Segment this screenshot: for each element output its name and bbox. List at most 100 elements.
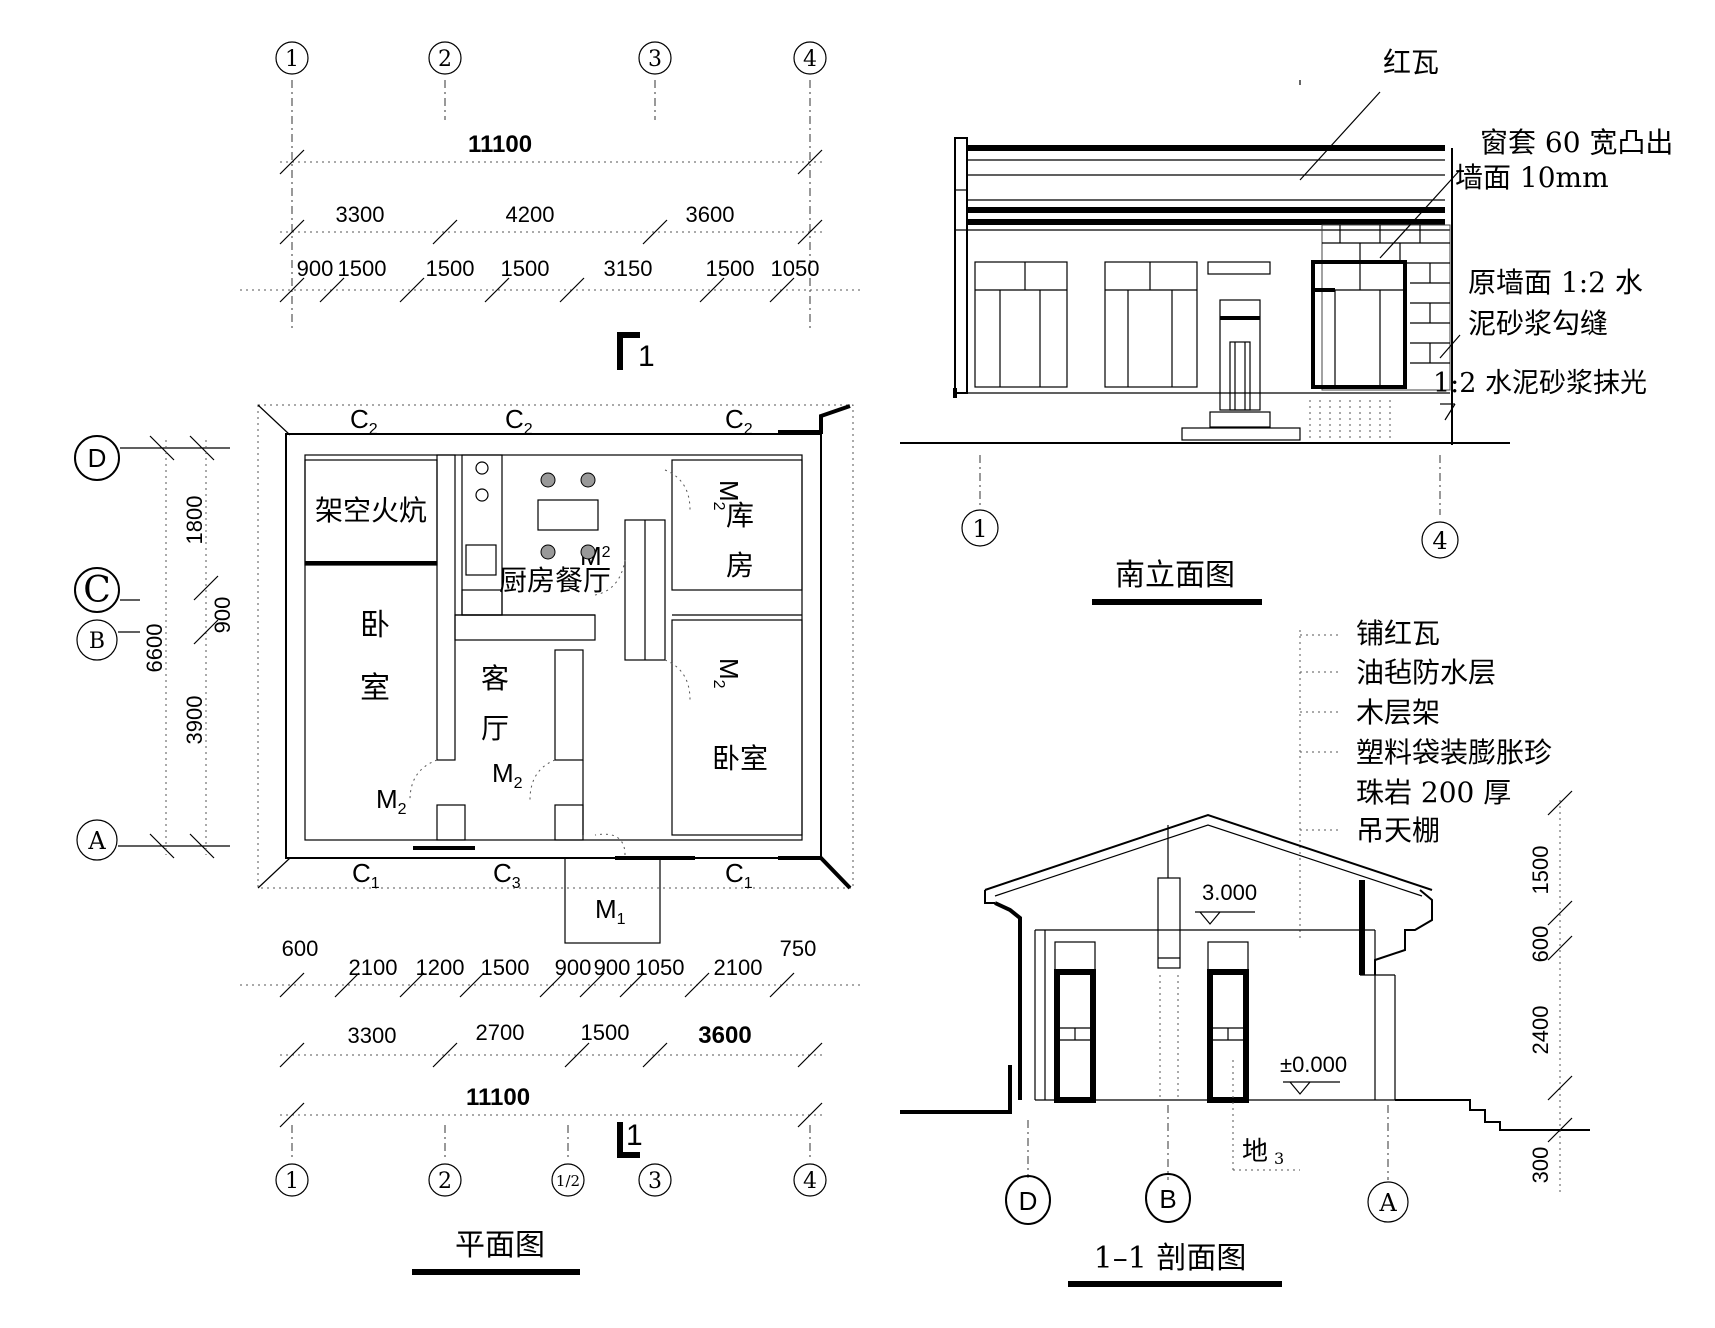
svg-text:3: 3 xyxy=(648,47,662,72)
interior-walls xyxy=(304,454,803,841)
dim-b-bay-1: 3300 xyxy=(348,1023,397,1048)
svg-text:3: 3 xyxy=(648,1169,662,1194)
section-axis-A: A xyxy=(1367,1181,1409,1223)
axis-left-C: C xyxy=(83,570,111,611)
section-layer-1: 铺红瓦 xyxy=(1356,617,1440,650)
room-bedroom-left-1: 卧 xyxy=(360,608,390,643)
axis-left-D: D xyxy=(88,443,107,473)
left-axes: D C B A 6600 1800 900 3900 xyxy=(74,435,235,861)
dim-bay-3: 3600 xyxy=(686,202,735,227)
dim-b-bay-3: 1500 xyxy=(581,1020,630,1045)
window-C1-a: C1 xyxy=(352,858,380,892)
window-C3: C3 xyxy=(493,858,521,892)
top-dimension-chain: 11100 3300 4200 3600 900 1500 1500 1500 … xyxy=(240,131,860,303)
svg-text:B: B xyxy=(1159,1184,1176,1214)
axis-bubble-top-1: 1 xyxy=(275,41,309,75)
door-M1: M1 xyxy=(595,894,626,928)
svg-text:4: 4 xyxy=(803,1169,817,1194)
room-living-1: 客 xyxy=(481,662,509,695)
elevation-note-wall-2: 泥砂浆勾缝 xyxy=(1468,307,1608,340)
svg-text:1: 1 xyxy=(285,1169,299,1194)
svg-text:1: 1 xyxy=(638,340,655,373)
section-mark-bottom: 1 xyxy=(617,1119,643,1158)
dim-b-bay-4: 3600 xyxy=(698,1022,751,1049)
section-layer-6: 吊天棚 xyxy=(1356,814,1440,847)
dim-total-top: 11100 xyxy=(468,131,532,158)
window-labels: C2 C2 C2 C1 C3 C1 xyxy=(350,404,753,892)
dim-detail-2: 1500 xyxy=(338,256,387,281)
dim-left-3900: 3900 xyxy=(182,696,207,745)
window-C2-c: C2 xyxy=(725,404,753,438)
room-living-2: 厅 xyxy=(481,712,509,745)
dim-b-detail-7: 1050 xyxy=(636,955,685,980)
room-bedroom-right: 卧室 xyxy=(712,742,768,775)
brick-hatch xyxy=(1321,224,1451,391)
door-labels: M2 M2 M2 M1 M2 M2 xyxy=(376,480,744,928)
dim-b-bay-2: 2700 xyxy=(476,1020,525,1045)
section-axis-B: B xyxy=(1145,1173,1191,1223)
floor-plan: 1 2 3 4 11100 3300 4200 3600 xyxy=(74,41,860,1275)
axis-bubble-bottom-4: 4 xyxy=(793,1163,827,1197)
elevation-note-roof: 红瓦 xyxy=(1383,46,1439,79)
elevation-axis-1: 1 xyxy=(961,509,999,547)
room-kang: 架空火炕 xyxy=(315,494,427,527)
section-axis-D: D xyxy=(1005,1175,1051,1225)
section-caption: 1–1 剖面图 xyxy=(1094,1241,1247,1276)
dim-b-detail-3: 1200 xyxy=(416,955,465,980)
room-storage-1: 库 xyxy=(726,499,754,532)
section-dim-600: 600 xyxy=(1528,926,1553,963)
dim-b-detail-4: 1500 xyxy=(481,955,530,980)
svg-text:2: 2 xyxy=(438,1169,452,1194)
section-layer-4: 塑料袋装膨胀珍 xyxy=(1356,736,1552,769)
section-1-1: 铺红瓦 油毡防水层 木层架 塑料袋装膨胀珍 珠岩 200 厚 吊天棚 3.000 xyxy=(900,617,1590,1287)
dim-b-detail-8: 2100 xyxy=(714,955,763,980)
dim-bay-2: 4200 xyxy=(506,202,555,227)
south-elevation: 红瓦 窗套 60 宽凸出 墙面 10mm 原墙面 1:2 水 泥砂浆勾缝 1:2… xyxy=(900,46,1673,605)
room-storage-2: 房 xyxy=(726,549,754,582)
dim-b-detail-2: 2100 xyxy=(349,955,398,980)
dim-b-detail-6: 900 xyxy=(594,955,631,980)
axis-bubble-bottom-1: 1 xyxy=(275,1163,309,1197)
svg-text:D: D xyxy=(1019,1186,1038,1216)
section-dim-2400: 2400 xyxy=(1528,1006,1553,1055)
dim-left-1800: 1800 xyxy=(182,496,207,545)
door-M2-b: M2 xyxy=(492,758,523,792)
section-mark-top: 1 xyxy=(617,332,655,373)
dim-detail-5: 3150 xyxy=(604,256,653,281)
elevation-windows xyxy=(974,260,1407,389)
dim-left-900: 900 xyxy=(210,597,235,634)
section-layer-5: 珠岩 200 厚 xyxy=(1356,776,1511,809)
window-C2-b: C2 xyxy=(505,404,533,438)
elevation-door xyxy=(1181,299,1301,441)
dim-detail-4: 1500 xyxy=(501,256,550,281)
section-layer-2: 油毡防水层 xyxy=(1356,656,1496,689)
elevation-note-window-2: 墙面 10mm xyxy=(1455,161,1609,194)
dim-b-detail-9: 750 xyxy=(780,936,817,961)
axis-bubble-bottom-3: 3 xyxy=(638,1163,672,1197)
door-M2-e: M2 xyxy=(710,658,744,689)
section-layer-3: 木层架 xyxy=(1356,696,1440,729)
window-C1-b: C1 xyxy=(725,858,753,892)
plan-caption: 平面图 xyxy=(455,1228,545,1263)
door-M2-d: M2 xyxy=(710,480,744,511)
room-kitchen: 厨房餐厅 xyxy=(499,564,611,597)
room-labels: 架空火炕 卧 室 厨房餐厅 库 房 客 厅 卧室 xyxy=(315,494,768,775)
dim-detail-3: 1500 xyxy=(426,256,475,281)
dim-bay-1: 3300 xyxy=(336,202,385,227)
axis-bubble-top-2: 2 xyxy=(428,41,462,75)
elevation-caption: 南立面图 xyxy=(1115,558,1235,593)
axis-bubble-top-4: 4 xyxy=(793,41,827,75)
axis-bubble-top-3: 3 xyxy=(638,41,672,75)
dim-detail-1: 900 xyxy=(297,256,334,281)
section-dim-300: 300 xyxy=(1528,1147,1553,1184)
axis-bubble-bottom-half: 1/2 xyxy=(551,1163,585,1197)
kitchen-fixtures xyxy=(465,461,599,576)
svg-text:2: 2 xyxy=(438,47,452,72)
svg-text:1/2: 1/2 xyxy=(556,1172,580,1190)
door-swings xyxy=(409,469,691,944)
dim-b-detail-1: 600 xyxy=(282,936,319,961)
section-level-3000: 3.000 xyxy=(1202,880,1257,905)
bottom-dimension-chain: 600 2100 1200 1500 900 900 1050 2100 750… xyxy=(240,936,860,1128)
